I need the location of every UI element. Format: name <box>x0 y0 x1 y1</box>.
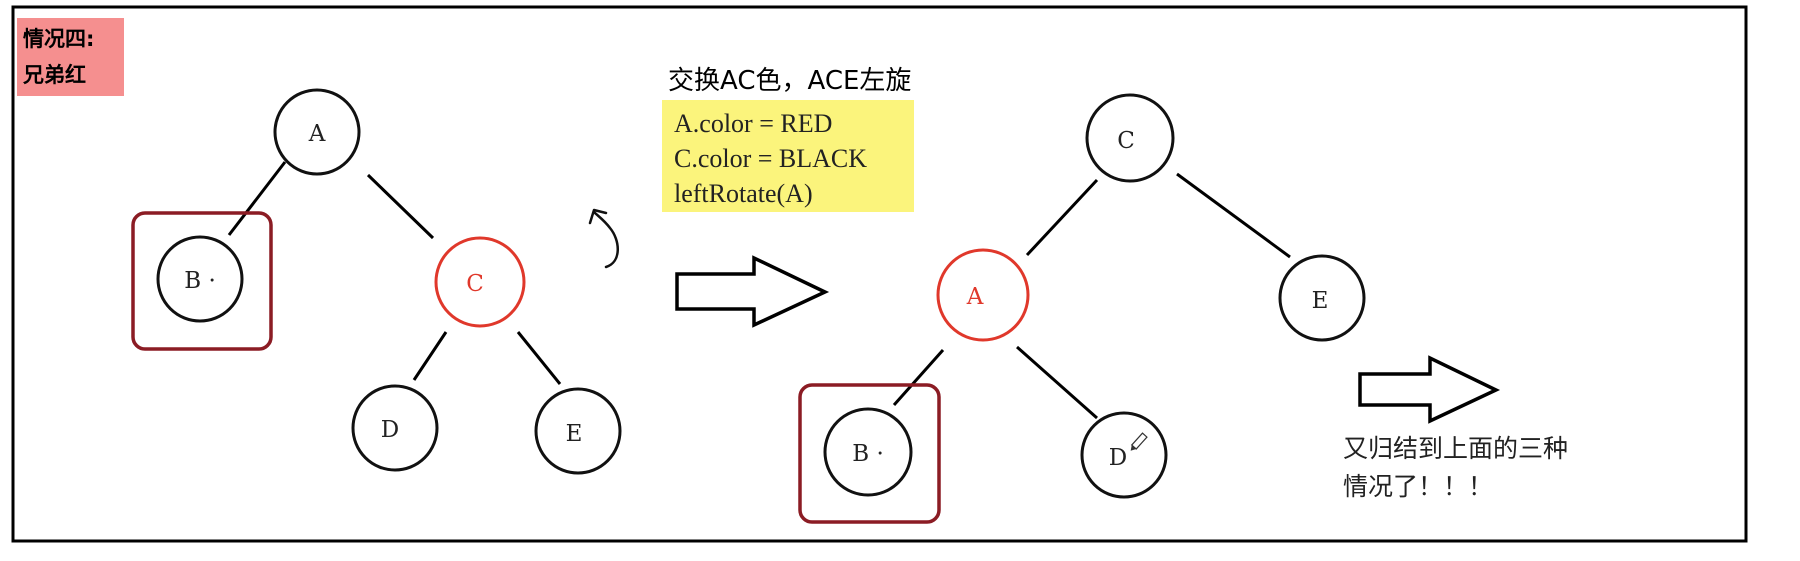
diagram-frame <box>11 5 1748 543</box>
node-after-D <box>1080 411 1168 499</box>
label-after-C: C <box>1117 128 1135 154</box>
label-before-A: A <box>308 121 326 147</box>
code-line-3: leftRotate(A) <box>674 179 813 208</box>
label-before-C: C <box>466 271 484 297</box>
conclusion-text: 又归结到上面的三种 情况了！！！ <box>1343 430 1568 506</box>
case-label-line2: 兄弟红 <box>23 63 86 87</box>
edge-after-C-E <box>1176 172 1291 259</box>
next-arrow-icon <box>1358 355 1501 424</box>
code-box: A.color = RED C.color = BLACK leftRotate… <box>662 100 914 212</box>
node-before-A <box>273 88 361 176</box>
highlight-box-after-B <box>798 383 941 524</box>
label-after-D: D <box>1109 445 1127 471</box>
node-before-C <box>434 236 526 328</box>
label-after-A: A <box>966 284 984 310</box>
code-line-2: C.color = BLACK <box>674 144 868 173</box>
label-before-B: B · <box>184 268 216 294</box>
node-after-B <box>823 407 913 497</box>
tree-before: A B · C D E <box>131 88 622 475</box>
case-label: 情况四: 兄弟红 <box>17 18 124 96</box>
edge-after-A-B <box>892 349 945 406</box>
node-after-C <box>1085 93 1175 183</box>
conclusion-line2: 情况了！！！ <box>1343 472 1494 501</box>
label-before-E: E <box>566 421 583 447</box>
node-before-E <box>534 387 622 475</box>
code-line-1: A.color = RED <box>674 109 833 138</box>
tree-after: C A E B · D <box>798 93 1366 524</box>
edge-after-A-D <box>1016 345 1098 420</box>
conclusion-line1: 又归结到上面的三种 <box>1343 434 1569 463</box>
label-after-B: B · <box>852 441 884 467</box>
case-label-line1: 情况四: <box>23 27 95 51</box>
highlight-box-before-B <box>131 211 273 351</box>
edge-before-C-E <box>516 331 562 385</box>
pencil-icon <box>1130 432 1148 451</box>
operation-title: 交换AC色，ACE左旋 <box>668 66 912 96</box>
label-after-E: E <box>1312 288 1329 314</box>
node-before-B <box>156 235 244 323</box>
node-after-A <box>936 248 1030 342</box>
edge-before-A-C <box>366 173 435 240</box>
edge-after-C-A <box>1025 178 1099 257</box>
rotate-left-icon <box>588 208 619 269</box>
edge-before-C-D <box>412 331 448 381</box>
right-arrow-icon <box>675 255 830 328</box>
edge-before-A-B <box>227 161 287 236</box>
node-after-E <box>1278 254 1366 342</box>
node-before-D <box>351 384 439 472</box>
label-before-D: D <box>381 417 399 443</box>
